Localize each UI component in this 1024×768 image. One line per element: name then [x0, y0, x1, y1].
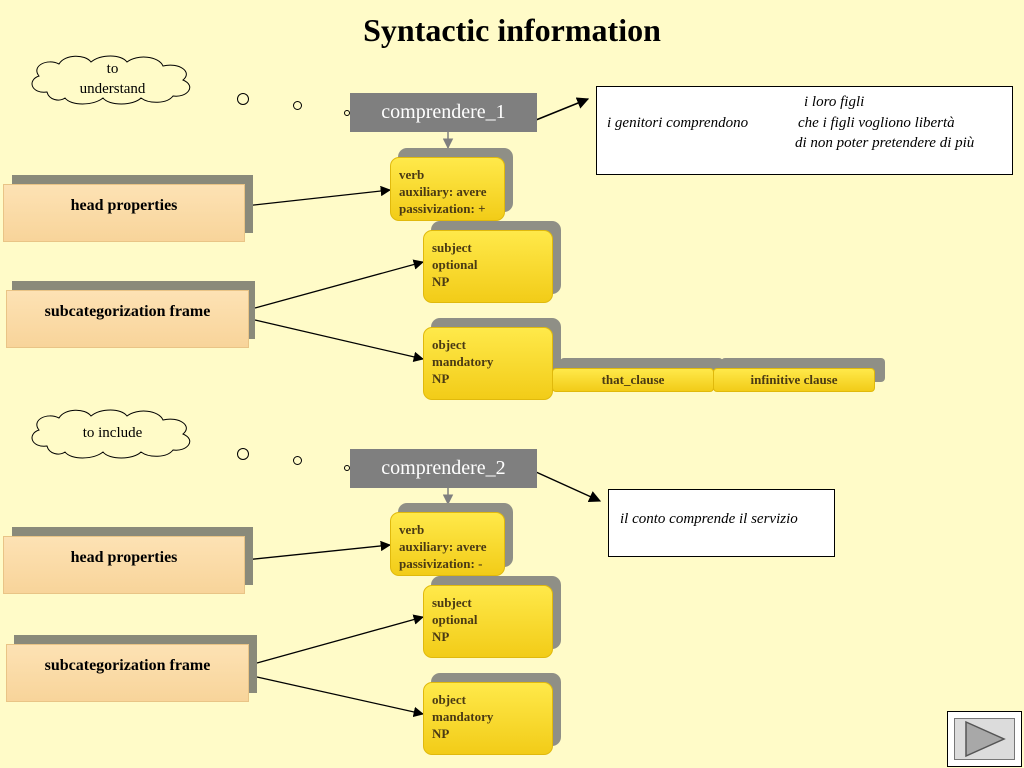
next-slide-button[interactable]: [947, 711, 1022, 767]
feature-line: NP: [432, 274, 450, 289]
subcat-object-arrow-2: [256, 676, 425, 718]
feature-line: auxiliary: avere: [399, 184, 487, 199]
head-arrow-2: [244, 540, 392, 561]
feature-line: verb: [399, 522, 425, 537]
feature-line: NP: [432, 726, 450, 741]
thought-bubble-medium: [293, 101, 302, 110]
infinitive-clause-box: infinitive clause: [713, 368, 875, 392]
feature-line: mandatory: [432, 354, 494, 369]
feature-line: optional: [432, 257, 478, 272]
feature-line: auxiliary: avere: [399, 539, 487, 554]
cloud-shape-icon: [31, 409, 191, 459]
feature-line: mandatory: [432, 709, 494, 724]
feature-line: object: [432, 337, 466, 352]
object-features-box-1: object mandatory NP: [423, 327, 553, 400]
feature-line: NP: [432, 371, 450, 386]
thought-bubble-large: [237, 93, 249, 105]
subcat-object-arrow-1: [254, 319, 425, 362]
feature-line: passivization: +: [399, 201, 486, 216]
feature-line: NP: [432, 629, 450, 644]
cloud-label-1: to understand: [79, 61, 146, 97]
head-properties-box-1: head properties: [3, 184, 245, 242]
example-subject: i genitori comprendono: [607, 115, 749, 131]
feature-line: object: [432, 692, 466, 707]
subcat-subject-arrow-2: [256, 614, 425, 664]
head-arrow-1: [244, 185, 392, 207]
example-line-1: i loro figli: [804, 94, 865, 110]
subcat-subject-arrow-1: [254, 259, 425, 309]
subject-features-box-1: subject optional NP: [423, 230, 553, 303]
verb-features-box-2: verb auxiliary: avere passivization: -: [390, 512, 505, 576]
thought-bubble-small: [344, 465, 350, 471]
page-title: Syntactic information: [363, 12, 661, 48]
subcat-frame-box-1: subcategorization frame: [6, 290, 249, 348]
object-features-box-2: object mandatory NP: [423, 682, 553, 755]
lexical-entry-1: comprendere_1: [350, 93, 537, 132]
that-clause-box: that_clause: [552, 368, 714, 392]
play-next-icon: [964, 720, 1006, 758]
example-text: il conto comprende il servizio: [620, 511, 798, 527]
feature-line: optional: [432, 612, 478, 627]
cloud-shape-icon: [31, 55, 191, 105]
thought-cloud-1: to understand: [25, 52, 200, 106]
feature-line: subject: [432, 595, 472, 610]
feature-line: subject: [432, 240, 472, 255]
feature-line: verb: [399, 167, 425, 182]
feature-line: passivization: -: [399, 556, 483, 571]
example-line-3: di non poter pretendere di più: [795, 135, 975, 151]
head-properties-box-2: head properties: [3, 536, 245, 594]
entry-to-example-arrow-2: [535, 471, 602, 503]
next-slide-button-face[interactable]: [954, 718, 1015, 760]
subject-features-box-2: subject optional NP: [423, 585, 553, 658]
thought-cloud-2: to include: [25, 406, 200, 460]
thought-bubble-medium: [293, 456, 302, 465]
cloud-label-2: to include: [82, 425, 143, 441]
lexical-entry-2: comprendere_2: [350, 449, 537, 488]
subcat-frame-box-2: subcategorization frame: [6, 644, 249, 702]
thought-bubble-large: [237, 448, 249, 460]
example-line-2: che i figli vogliono libertà: [798, 115, 955, 131]
verb-features-box-1: verb auxiliary: avere passivization: +: [390, 157, 505, 221]
entry-to-example-arrow-1: [535, 97, 590, 121]
example-box-2: il conto comprende il servizio: [608, 489, 835, 557]
example-box-1: i loro figli i genitori comprendono che …: [596, 86, 1013, 175]
thought-bubble-small: [344, 110, 350, 116]
